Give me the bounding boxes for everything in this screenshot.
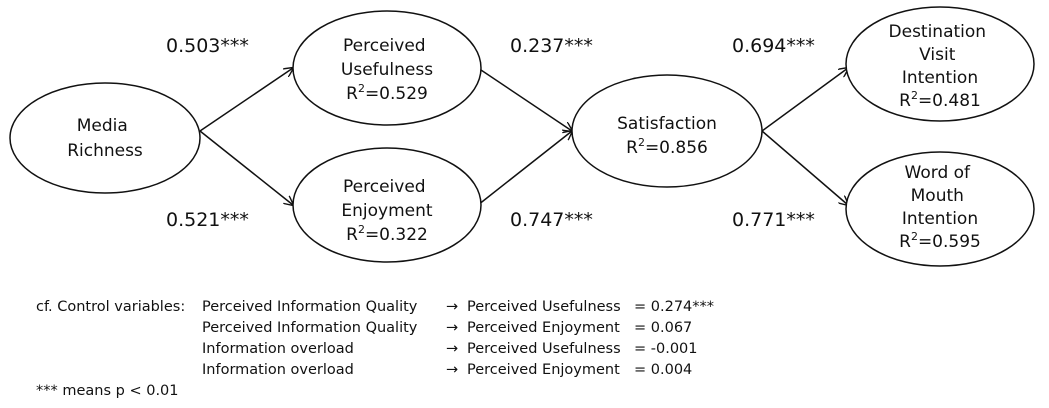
control-row-2-arrow: →: [446, 320, 459, 336]
control-row-2-value: = 0.067: [634, 320, 693, 336]
dvi-r2-value: =0.481: [918, 91, 981, 111]
control-row-3-from: Information overload: [202, 341, 354, 357]
r2-superscript: 2: [358, 223, 365, 236]
arrow-media-richness-to-usefulness: [199, 68, 293, 132]
node-perceived-enjoyment: [292, 147, 482, 263]
coef-media-richness-enjoyment: 0.521***: [166, 209, 249, 231]
usefulness-r2: R2=0.529: [346, 82, 428, 104]
arrow-usefulness-to-satisfaction: [477, 67, 572, 131]
control-row-3-value: = -0.001: [634, 341, 698, 357]
control-row-1-value: = 0.274***: [634, 299, 715, 315]
r2-symbol: R: [346, 84, 358, 104]
dvi-line2: Visit: [919, 45, 956, 65]
wom-r2-value: =0.595: [918, 232, 981, 252]
usefulness-r2-value: =0.529: [365, 84, 428, 104]
control-row-4-value: = 0.004: [634, 362, 693, 378]
arrow-satisfaction-to-wom-intention: [761, 130, 848, 205]
enjoyment-line1: Perceived: [343, 177, 426, 197]
r2-superscript: 2: [911, 89, 918, 102]
word-of-mouth-intention-label: Word of Mouth Intention: [902, 163, 978, 229]
coef-media-richness-usefulness: 0.503***: [166, 35, 249, 57]
wom-line2: Mouth: [911, 186, 964, 206]
node-media-richness: [9, 82, 201, 194]
r2-symbol: R: [626, 138, 638, 158]
r2-superscript: 2: [358, 82, 365, 95]
arrow-enjoyment-to-satisfaction: [477, 131, 572, 206]
dvi-line1: Destination: [889, 22, 987, 42]
coef-satisfaction-wom-intention: 0.771***: [732, 209, 815, 231]
usefulness-line1: Perceived: [343, 36, 426, 56]
media-richness-line1: Media: [77, 116, 128, 136]
control-row-4-arrow: →: [446, 362, 459, 378]
controls-prefix: cf. Control variables:: [36, 299, 186, 315]
control-row-2-to: Perceived Enjoyment: [467, 320, 620, 336]
satisfaction-label: Satisfaction: [617, 114, 717, 134]
path-diagram: Media Richness Perceived Usefulness R2=0…: [9, 6, 1035, 267]
control-row-1-from: Perceived Information Quality: [202, 299, 418, 315]
coef-enjoyment-satisfaction: 0.747***: [510, 209, 593, 231]
control-row-2-from: Perceived Information Quality: [202, 320, 418, 336]
arrow-satisfaction-to-visit-intention: [761, 68, 848, 132]
r2-superscript: 2: [638, 136, 645, 149]
satisfaction-r2-value: =0.856: [645, 138, 708, 158]
wom-r2: R2=0.595: [899, 230, 981, 252]
control-row-3-to: Perceived Usefulness: [467, 341, 621, 357]
perceived-enjoyment-label: Perceived Enjoyment: [341, 177, 432, 221]
enjoyment-r2-value: =0.322: [365, 225, 428, 245]
media-richness-label: Media Richness: [67, 116, 143, 161]
r2-symbol: R: [899, 91, 911, 111]
coef-usefulness-satisfaction: 0.237***: [510, 35, 593, 57]
satisfaction-line1: Satisfaction: [617, 114, 717, 134]
r2-symbol: R: [899, 232, 911, 252]
enjoyment-r2: R2=0.322: [346, 223, 428, 245]
usefulness-line2: Usefulness: [341, 60, 433, 80]
arrow-media-richness-to-enjoyment: [199, 130, 293, 205]
control-row-1-arrow: →: [446, 299, 459, 315]
satisfaction-r2: R2=0.856: [626, 136, 708, 158]
control-row-4-to: Perceived Enjoyment: [467, 362, 620, 378]
significance-footnote: *** means p < 0.01: [36, 383, 179, 399]
r2-superscript: 2: [911, 230, 918, 243]
coef-satisfaction-visit-intention: 0.694***: [732, 35, 815, 57]
media-richness-line2: Richness: [67, 141, 143, 161]
wom-line3: Intention: [902, 209, 978, 229]
destination-visit-intention-label: Destination Visit Intention: [889, 22, 992, 88]
control-row-4-from: Information overload: [202, 362, 354, 378]
node-word-of-mouth-intention: [845, 151, 1035, 267]
node-satisfaction: [571, 74, 763, 188]
control-row-3-arrow: →: [446, 341, 459, 357]
wom-line1: Word of: [905, 163, 972, 183]
perceived-usefulness-label: Perceived Usefulness: [341, 36, 433, 80]
dvi-r2: R2=0.481: [899, 89, 981, 111]
node-destination-visit-intention: [845, 6, 1035, 122]
r2-symbol: R: [346, 225, 358, 245]
control-row-1-to: Perceived Usefulness: [467, 299, 621, 315]
dvi-line3: Intention: [902, 68, 978, 88]
node-perceived-usefulness: [292, 10, 482, 126]
enjoyment-line2: Enjoyment: [341, 201, 432, 221]
